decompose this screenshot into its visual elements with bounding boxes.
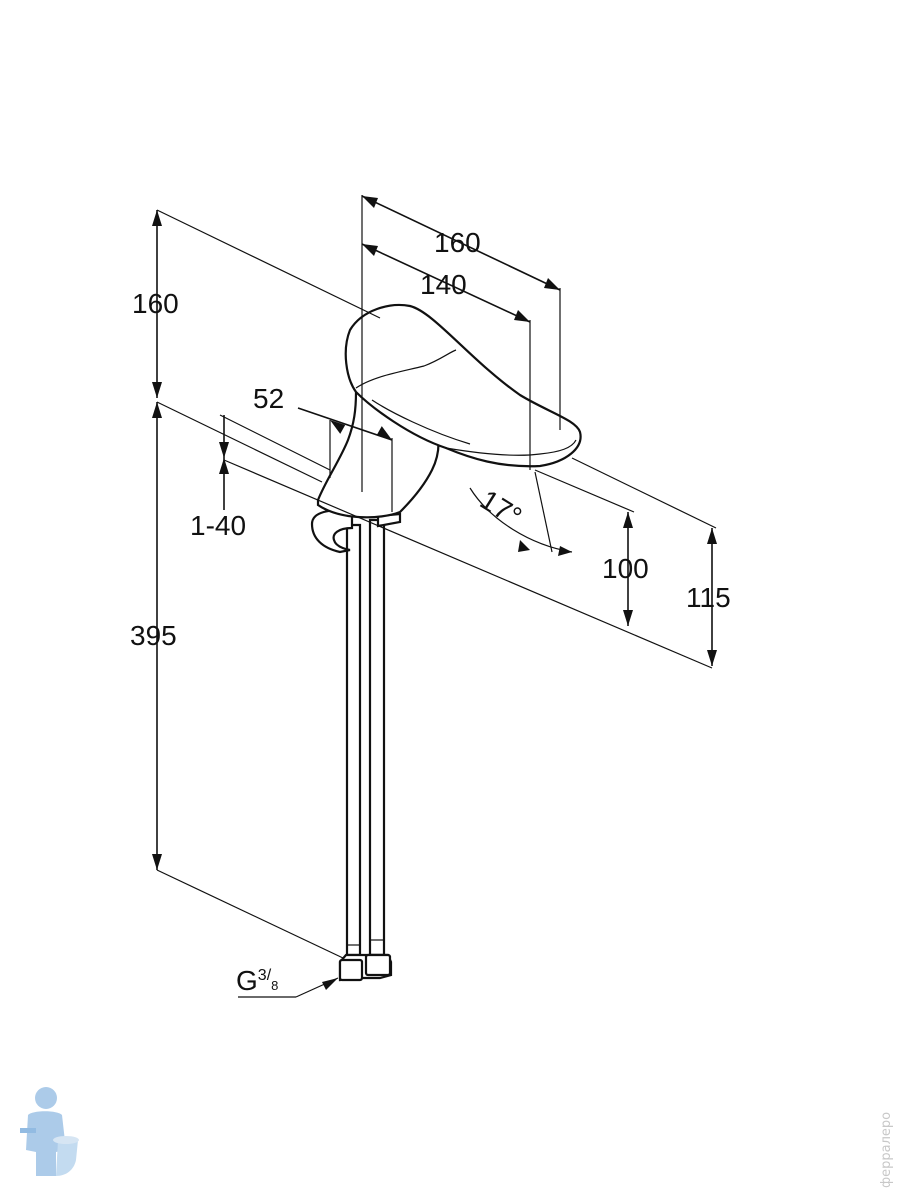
label-deck-thickness: 1-40 [190,510,246,541]
dimension-labels: 160 395 160 140 52 1-40 17° 100 115 G3/8 [130,227,731,996]
label-height-top: 160 [132,288,179,319]
label-thread-main: G [236,965,258,996]
faucet [310,304,582,982]
label-width-inner: 140 [420,269,467,300]
label-base-diameter: 52 [253,383,284,414]
lever-handle [344,304,582,468]
label-thread: G3/8 [236,965,278,996]
label-spout-height: 100 [602,553,649,584]
watermark-text: ферралеро [879,1112,894,1188]
label-width-outer: 160 [434,227,481,258]
label-thread-sub: 8 [271,978,278,993]
hose-nut-right [364,953,392,977]
label-thread-sup: 3 [258,967,267,984]
dimension-lines [152,195,717,998]
plumber-mascot-icon [20,1087,79,1176]
hose-nut-left [338,958,364,982]
supply-hose-left [345,523,362,957]
watermark: ферралеро [879,1112,894,1188]
label-angle: 17° [475,484,527,533]
label-height-body: 395 [130,620,177,651]
label-total-height: 115 [686,582,731,613]
supply-hose-right [368,518,386,957]
